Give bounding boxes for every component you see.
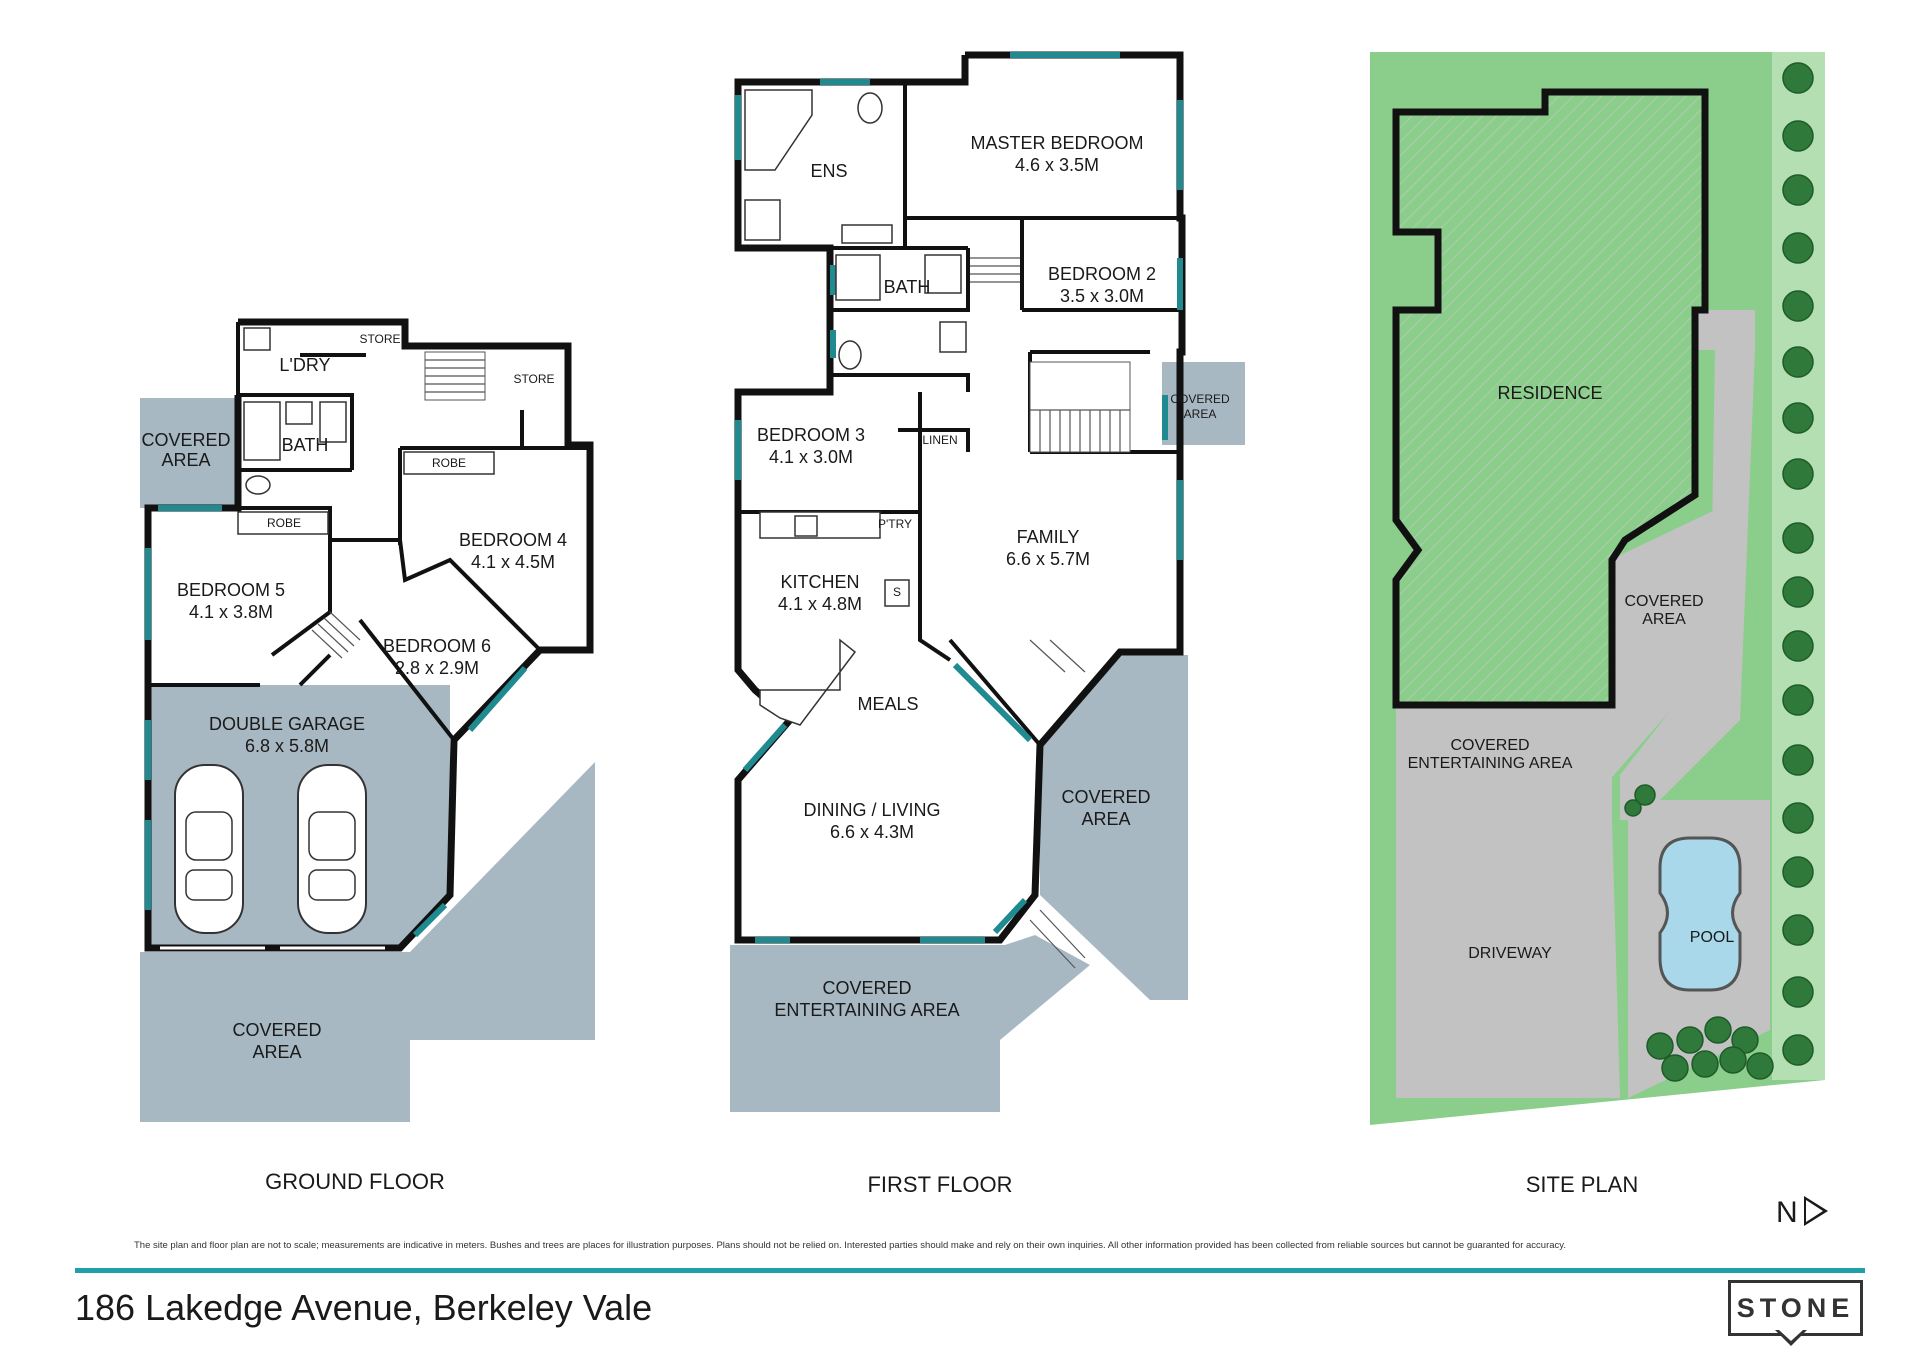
fridge-s-label: S <box>893 585 901 599</box>
first-covered-entertaining-line2: ENTERTAINING AREA <box>774 1000 959 1020</box>
robe-label-2: ROBE <box>267 516 301 530</box>
bedroom-6-label: BEDROOM 6 <box>383 636 491 656</box>
first-covered-entertaining-area <box>730 935 1090 1112</box>
kitchen-label: KITCHEN <box>780 572 859 592</box>
bedroom-3-label: BEDROOM 3 <box>757 425 865 445</box>
site-hedge-strip <box>1772 52 1825 1080</box>
ground-floor-title: GROUND FLOOR <box>265 1169 445 1194</box>
bedroom-2-size: 3.5 x 3.0M <box>1060 286 1144 306</box>
first-floor-title: FIRST FLOOR <box>867 1172 1012 1197</box>
first-covered-entertaining-line1: COVERED <box>822 978 911 998</box>
site-covered-entertaining-line1: COVERED <box>1450 737 1529 754</box>
laundry-label: L'DRY <box>279 355 330 375</box>
disclaimer-text: The site plan and floor plan are not to … <box>134 1240 1566 1251</box>
family-label: FAMILY <box>1017 527 1080 547</box>
bedroom-6-size: 2.8 x 2.9M <box>395 658 479 678</box>
site-covered-entertaining <box>1396 705 1640 820</box>
bedroom-3-size: 4.1 x 3.0M <box>769 447 853 467</box>
site-pool <box>1658 836 1742 992</box>
first-outer-wall <box>734 51 1186 944</box>
stone-logo: STONE <box>1728 1280 1863 1336</box>
logo-notch-inner <box>1779 1330 1803 1341</box>
brand-name: STONE <box>1736 1292 1855 1323</box>
property-address: 186 Lakedge Avenue, Berkeley Vale <box>75 1287 653 1328</box>
store-label-2: STORE <box>513 372 554 386</box>
first-covered-right-line1: COVERED <box>1061 787 1150 807</box>
site-covered-area <box>1610 510 1715 745</box>
ground-covered-bottom-line1: COVERED <box>232 1020 321 1040</box>
ground-covered-left-line2: AREA <box>161 450 210 470</box>
ground-covered-bottom-line2: AREA <box>252 1042 301 1062</box>
site-driveway <box>1396 720 1620 1098</box>
dining-living-label: DINING / LIVING <box>803 800 940 820</box>
master-bedroom-label: MASTER BEDROOM <box>970 133 1143 153</box>
site-shrubs <box>1624 62 1814 1082</box>
ground-stairs <box>311 351 486 659</box>
site-covered-entertaining-line2: ENTERTAINING AREA <box>1408 755 1573 772</box>
meals-label: MEALS <box>857 694 918 714</box>
car-right-icon <box>297 764 367 934</box>
first-floor-plan: ENS MASTER BEDROOM 4.6 x 3.5M BATH BEDRO… <box>730 51 1245 1197</box>
kitchen-island <box>759 638 857 726</box>
master-bedroom-size: 4.6 x 3.5M <box>1015 155 1099 175</box>
store-label-1: STORE <box>359 332 400 346</box>
site-covered-area-line1: COVERED <box>1624 593 1703 610</box>
site-covered-area-line2: AREA <box>1642 611 1686 628</box>
residence-label: RESIDENCE <box>1497 383 1602 403</box>
linen-label: LINEN <box>922 433 957 447</box>
footer-rule <box>75 1268 1865 1273</box>
first-stairs <box>970 257 1131 969</box>
floor-plan-drawing: COVERED AREA L'DRY STORE STORE BATH ROBE… <box>140 51 1825 1197</box>
first-covered-entry-line2: AREA <box>1184 407 1217 421</box>
driveway-label: DRIVEWAY <box>1468 945 1552 962</box>
ground-covered-left-line1: COVERED <box>141 430 230 450</box>
ground-covered-area-left <box>140 398 238 508</box>
ground-bath-label: BATH <box>282 435 329 455</box>
first-covered-area-right <box>1040 655 1188 1000</box>
family-size: 6.6 x 5.7M <box>1006 549 1090 569</box>
north-arrow-icon <box>1803 1196 1828 1226</box>
site-plan-title: SITE PLAN <box>1526 1172 1638 1197</box>
pantry-label: P'TRY <box>878 517 912 531</box>
kitchen-size: 4.1 x 4.8M <box>778 594 862 614</box>
site-residence <box>1392 88 1709 709</box>
ensuite-label: ENS <box>810 161 847 181</box>
first-covered-right-line2: AREA <box>1081 809 1130 829</box>
bedroom-2-label: BEDROOM 2 <box>1048 264 1156 284</box>
first-covered-entry-line1: COVERED <box>1170 392 1230 406</box>
north-indicator: N <box>1776 1196 1828 1230</box>
bedroom-5-label: BEDROOM 5 <box>177 580 285 600</box>
ground-floor-plan: COVERED AREA L'DRY STORE STORE BATH ROBE… <box>140 318 595 1194</box>
site-path <box>1620 310 1755 820</box>
north-label: N <box>1776 1196 1798 1229</box>
ground-covered-area-bottom <box>140 952 410 1122</box>
bedroom-4-label: BEDROOM 4 <box>459 530 567 550</box>
bedroom-4-size: 4.1 x 4.5M <box>471 552 555 572</box>
pool-label: POOL <box>1690 929 1735 946</box>
dining-living-size: 6.6 x 4.3M <box>830 822 914 842</box>
ground-covered-area-slope <box>410 762 595 1040</box>
robe-label-1: ROBE <box>432 456 466 470</box>
double-garage-size: 6.8 x 5.8M <box>245 736 329 756</box>
bedroom-5-size: 4.1 x 3.8M <box>189 602 273 622</box>
first-bath-label: BATH <box>884 277 931 297</box>
site-plan: RESIDENCE COVERED AREA COVERED ENTERTAIN… <box>1370 52 1825 1197</box>
double-garage-label: DOUBLE GARAGE <box>209 714 365 734</box>
car-left-icon <box>174 764 244 934</box>
